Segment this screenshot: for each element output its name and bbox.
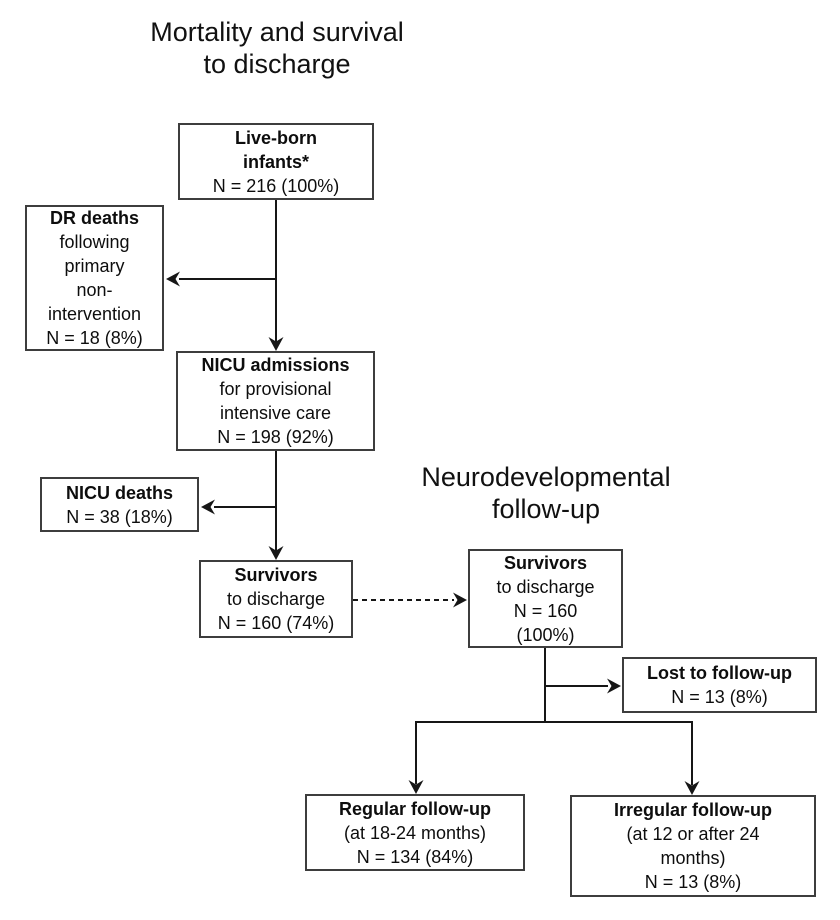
box-line: for provisional (219, 379, 332, 399)
arrow-to-lost-head (607, 678, 621, 694)
box-line: Survivors (503, 552, 588, 573)
box-line: Survivors (234, 565, 318, 585)
box-line: Regular follow-up (339, 798, 491, 819)
title-neurodevelopmental-followup: Neurodevelopmental follow-up (421, 462, 671, 524)
box-line: N = 18 (8%) (46, 328, 143, 348)
box-nicu-deaths: NICU deaths N = 38 (18%) (40, 477, 199, 532)
box-line: (at 12 or after 24 (626, 824, 760, 844)
box-line: primary (64, 256, 125, 276)
arrow-nicu-to-survivors-head (268, 546, 284, 560)
box-line: N = 216 (100%) (212, 175, 340, 196)
arrow-to-regular-head (408, 780, 424, 794)
box-line: DR deaths (49, 208, 139, 228)
arrow-survivors-dashed-head (453, 592, 467, 608)
box-line: (at 18-24 months) (343, 822, 487, 843)
box-regular-followup: Regular follow-up (at 18-24 months) N = … (305, 794, 525, 871)
box-line: NICU admissions (201, 355, 350, 375)
box-line: following (59, 232, 130, 252)
box-lost-to-followup: Lost to follow-up N = 13 (8%) (622, 657, 817, 713)
arrow-to-irregular-head (684, 781, 700, 795)
box-line: intensive care (219, 403, 332, 423)
box-irregular-followup: Irregular follow-up (at 12 or after 24 m… (570, 795, 816, 897)
box-line: to discharge (496, 576, 595, 597)
box-line: Lost to follow-up (647, 663, 792, 683)
box-live-born-infants: Live-born infants* N = 216 (100%) (178, 123, 374, 200)
box-line: non- (76, 280, 113, 300)
box-line: infants* (242, 151, 309, 172)
box-line: N = 160 (74%) (217, 613, 335, 633)
title-mortality-survival: Mortality and survival to discharge (150, 17, 404, 79)
box-line: (100%) (516, 624, 575, 645)
arrow-to-dr-deaths-head (166, 271, 180, 287)
box-survivors-followup: Survivors to discharge N = 160 (100%) (468, 549, 623, 648)
arrow-liveborn-to-nicu-head (268, 337, 284, 351)
box-line: N = 38 (18%) (66, 506, 173, 527)
box-line: N = 198 (92%) (217, 427, 334, 447)
box-line: NICU deaths (65, 482, 173, 503)
box-line: intervention (47, 304, 142, 324)
box-nicu-admissions: NICU admissions for provisional intensiv… (176, 351, 375, 451)
box-line: Live-born (234, 127, 317, 148)
box-line: months) (660, 848, 726, 868)
arrow-to-nicu-deaths-head (201, 499, 215, 515)
box-line: N = 134 (84%) (356, 846, 474, 867)
box-line: N = 13 (8%) (671, 687, 768, 707)
box-line: N = 13 (8%) (644, 872, 742, 892)
box-line: N = 160 (513, 600, 578, 621)
box-survivors-to-discharge: Survivors to discharge N = 160 (74%) (199, 560, 353, 638)
box-line: Irregular follow-up (613, 800, 772, 820)
box-dr-deaths: DR deaths following primary non- interve… (25, 205, 164, 351)
box-line: to discharge (226, 589, 326, 609)
